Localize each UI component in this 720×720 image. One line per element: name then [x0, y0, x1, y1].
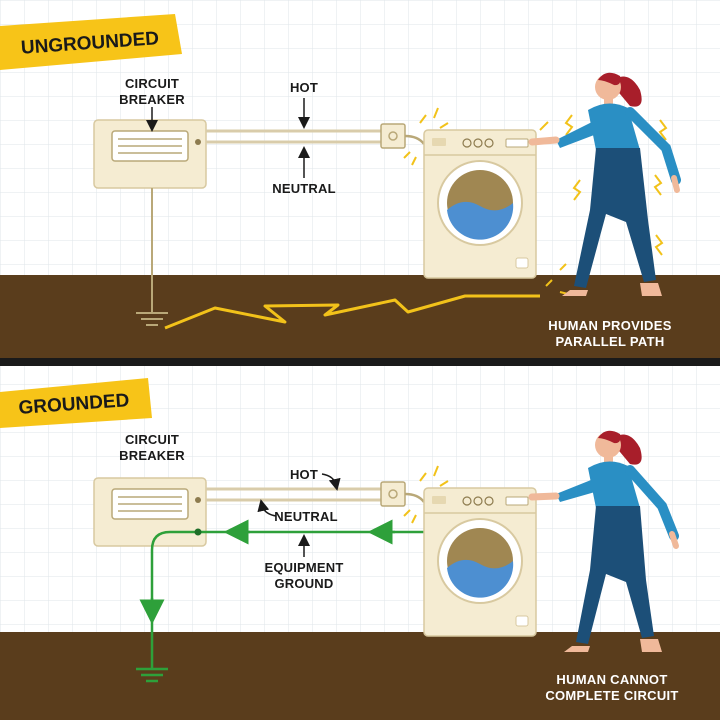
panel-divider — [0, 358, 720, 366]
footer-label-line2: COMPLETE CIRCUIT — [545, 688, 678, 703]
equipment-ground-wire — [150, 530, 424, 668]
banner-ungrounded: UNGROUNDED — [0, 14, 182, 70]
circuit-breaker — [93, 119, 207, 189]
banner-grounded: GROUNDED — [0, 378, 152, 428]
shock-lines — [564, 114, 668, 256]
wall-outlet — [380, 481, 425, 507]
woman-figure — [528, 72, 681, 296]
equipment-label-line1: EQUIPMENT — [264, 560, 343, 575]
neutral-arrow — [257, 499, 277, 517]
floor — [0, 632, 720, 720]
neutral-label: NEUTRAL — [274, 509, 338, 524]
footer-label-line2: PARALLEL PATH — [555, 334, 664, 349]
breaker-label-line1: CIRCUIT — [125, 432, 179, 447]
hot-label: HOT — [290, 80, 318, 95]
woman-figure — [528, 430, 679, 652]
equipment-label-line2: GROUND — [275, 576, 334, 591]
washing-machine — [423, 487, 537, 637]
hot-arrow — [321, 473, 341, 491]
earth-ground-symbol — [136, 667, 168, 683]
breaker-label-line2: BREAKER — [119, 448, 185, 463]
spark-effects — [403, 465, 449, 524]
wall-outlet — [380, 123, 425, 149]
breaker-label-line1: CIRCUIT — [125, 76, 179, 91]
stray-current-bolt — [164, 294, 540, 330]
footer-label-line1: HUMAN PROVIDES — [548, 318, 671, 333]
ground-junction — [194, 528, 202, 536]
hot-label: HOT — [290, 467, 318, 482]
footer-label-line1: HUMAN CANNOT — [556, 672, 667, 687]
neutral-label: NEUTRAL — [272, 181, 336, 196]
panel-grounded: GROUNDED CIRCUIT BREAKER HOT NEUTRAL — [0, 366, 720, 720]
circuit-breaker — [93, 477, 207, 547]
floor — [0, 275, 720, 358]
washing-machine — [423, 129, 537, 279]
panel-ungrounded: UNGROUNDED CIRCUIT BREAKER HOT NEUTRAL — [0, 0, 720, 358]
breaker-label-line2: BREAKER — [119, 92, 185, 107]
earth-ground-symbol — [136, 312, 168, 326]
